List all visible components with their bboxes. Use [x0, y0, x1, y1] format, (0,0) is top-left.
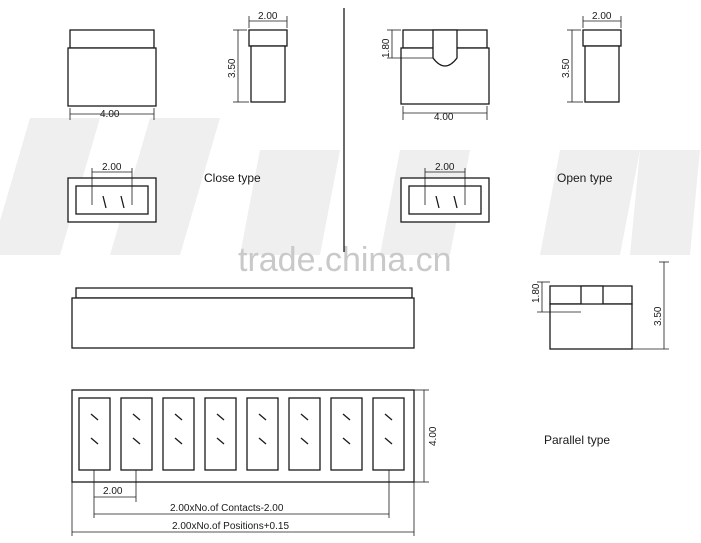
parallel-positions-span-dim: 2.00xNo.of Positions+0.15: [172, 521, 289, 532]
parallel-type-front-view: [71, 287, 415, 349]
close-type-side-view: [233, 16, 288, 103]
contact-slots: [78, 397, 405, 471]
open-top-height-dim: 3.50: [561, 58, 572, 78]
open-type-bottom-view: [400, 168, 490, 223]
parallel-type-side-view: [537, 261, 669, 350]
open-slot-height-dim: 1.80: [381, 38, 392, 58]
open-pin-pitch-dim: 2.00: [435, 162, 455, 173]
open-top-width-dim: 2.00: [592, 11, 612, 22]
parallel-slot-height-dim: 1.80: [531, 283, 542, 303]
watermark-text: trade.china.cn: [238, 241, 452, 279]
parallel-type-label: Parallel type: [544, 433, 610, 447]
parallel-depth-dim: 4.00: [428, 426, 439, 446]
open-type-front-view: [387, 29, 490, 120]
open-type-side-view: [567, 16, 622, 103]
parallel-contacts-span-dim: 2.00xNo.of Contacts-2.00: [170, 503, 284, 514]
close-top-height-dim: 3.50: [227, 58, 238, 78]
close-pin-pitch-dim: 2.00: [102, 162, 122, 173]
close-top-width-dim: 2.00: [258, 11, 278, 22]
close-type-label: Close type: [204, 171, 261, 185]
parallel-pitch-dim: 2.00: [103, 486, 123, 497]
open-type-label: Open type: [557, 171, 613, 185]
close-front-width-dim: 4.00: [100, 109, 120, 120]
open-front-width-dim: 4.00: [434, 112, 454, 123]
parallel-type-bottom-view: [71, 389, 429, 536]
parallel-side-height-dim: 3.50: [653, 306, 664, 326]
close-type-front-view: [67, 29, 157, 120]
close-type-bottom-view: [67, 168, 157, 223]
